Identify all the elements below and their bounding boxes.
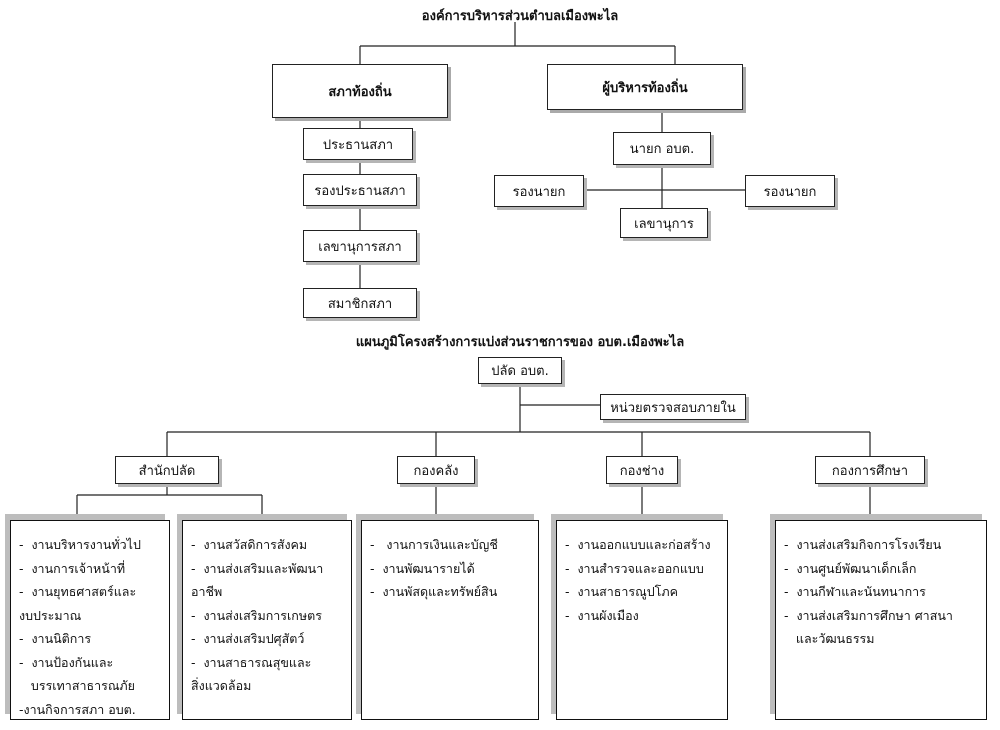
council-secretary-box: เลขานุการสภา [303,230,417,262]
division-engineering-box: กองช่าง [606,456,678,484]
executive-head-box: ผู้บริหารท้องถิ่น [547,64,743,110]
deputy-mayor-right-box: รองนายก [745,175,835,207]
list-item: - งานสาธารณสุขและ [191,654,312,670]
structure-title: แผนภูมิโครงสร้างการแบ่งส่วนราชการของ อบต… [355,335,685,350]
list-item: - งานผังเมือง [565,607,639,623]
list-item: - งานส่งเสริมการเกษตร [191,607,322,623]
division-finance-box: กองคลัง [397,456,475,484]
list-item: และวัฒนธรรม [784,631,875,646]
list-item: - งานส่งเสริมปศุสัตว์ [191,631,305,646]
list-item: - งานออกแบบและก่อสร้าง [565,537,711,552]
division-education-box: กองการศึกษา [815,456,925,484]
council-vice-chair-box: รองประธานสภา [303,174,417,206]
internal-audit-box: หน่วยตรวจสอบภายใน [600,394,746,420]
list-item: -งานกิจการสภา อบต. [19,701,136,717]
list-item: - งานส่งเสริมการศึกษา ศาสนา [784,607,953,623]
division-office-box: สำนักปลัด [115,456,219,484]
council-member-box: สมาชิกสภา [303,288,417,318]
office-tasks-list-2: - งานสวัสดิการสังคม - งานส่งเสริมและพัฒน… [182,520,352,720]
list-item: - งานพัฒนารายได้ [370,560,475,576]
deputy-mayor-left-box: รองนายก [494,175,584,207]
list-item: - งานสวัสดิการสังคม [191,537,308,552]
list-item: - งานสำรวจและออกแบบ [565,560,704,576]
education-tasks-list: - งานส่งเสริมกิจการโรงเรียน - งานศูนย์พั… [775,520,987,720]
list-item: - งานกีฬาและนันทนาการ [784,584,926,599]
mayor-box: นายก อบต. [613,132,711,165]
mayor-secretary-box: เลขานุการ [620,208,708,238]
list-item: - งานส่งเสริมกิจการโรงเรียน [784,537,942,552]
list-item: บรรเทาสาธารณภัย [19,678,135,693]
list-item: - งานป้องกันและ [19,654,114,670]
engineering-tasks-list: - งานออกแบบและก่อสร้าง - งานสำรวจและออกแ… [556,520,728,720]
list-item: - งานนิติการ [19,631,92,646]
org-title: องค์การบริหารส่วนตำบลเมืองพะไล [421,9,619,24]
finance-tasks-list: - งานการเงินและบัญชี - งานพัฒนารายได้ - … [361,520,539,720]
list-item: - งานยุทธศาสตร์และ [19,584,137,599]
council-chair-box: ประธานสภา [303,128,413,160]
council-head-box: สภาท้องถิ่น [272,64,448,118]
list-item: - งานส่งเสริมและพัฒนา [191,560,324,576]
palad-box: ปลัด อบต. [478,357,562,384]
list-item: อาชีพ [191,584,223,599]
list-item: - งานการเจ้าหน้าที่ [19,560,126,576]
list-item: - งานพัสดุและทรัพย์สิน [370,584,498,599]
list-item: - งานบริหารงานทั่วไป [19,537,141,552]
list-item: งบประมาณ [19,607,82,623]
list-item: - งานสาธารณูปโภค [565,584,678,599]
list-item: สิ่งแวดล้อม [191,678,252,693]
list-item: - งานศูนย์พัฒนาเด็กเล็ก [784,560,917,576]
office-tasks-list-1: - งานบริหารงานทั่วไป - งานการเจ้าหน้าที่… [10,520,170,720]
list-item: - งานการเงินและบัญชี [370,537,498,552]
